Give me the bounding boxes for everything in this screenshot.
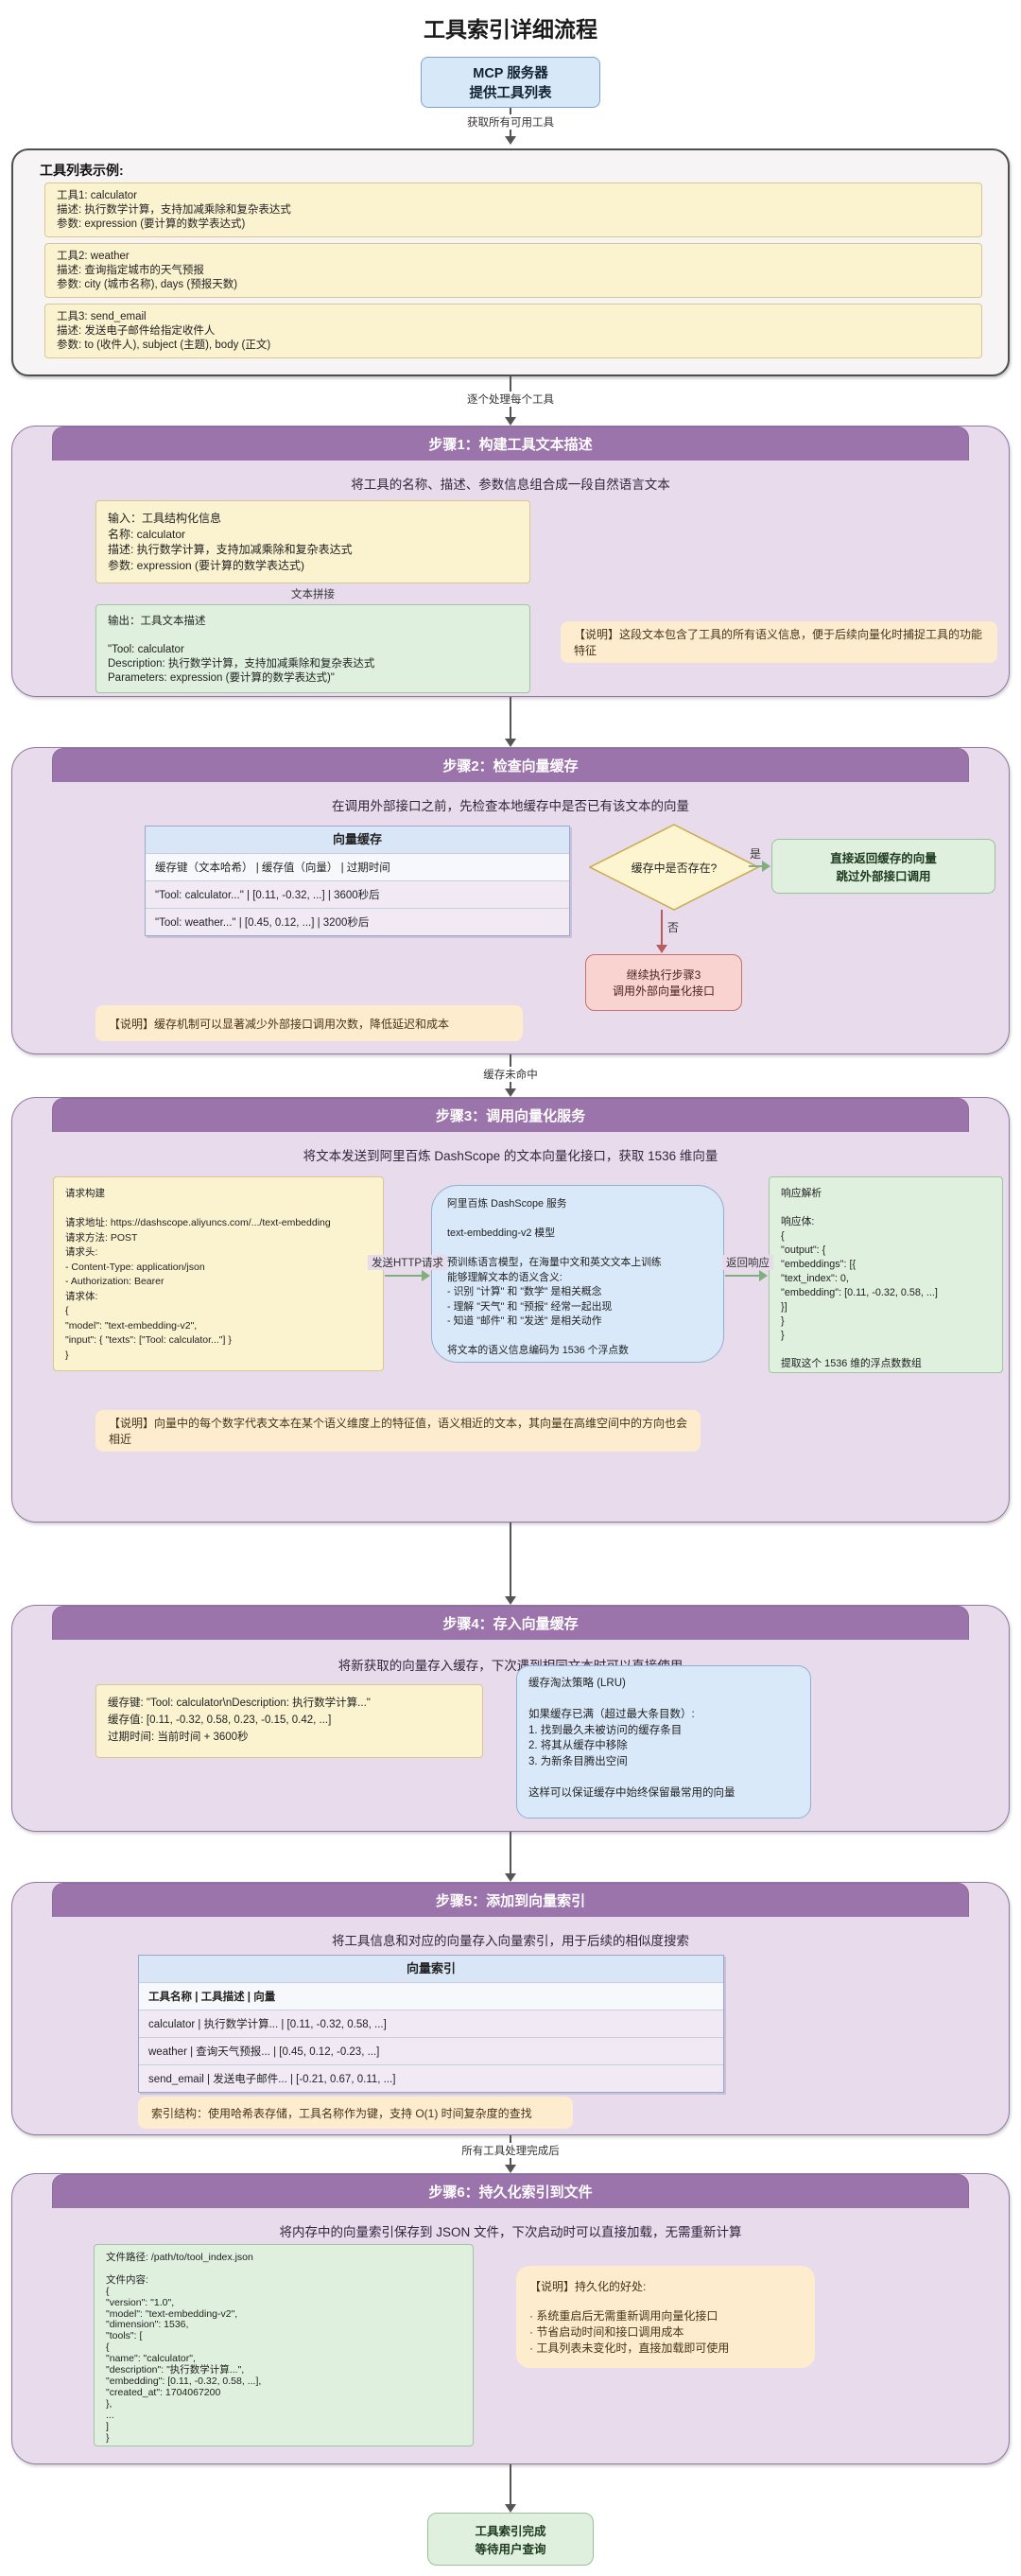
step1-header-label: 步骤1：构建工具文本描述 [428, 437, 593, 453]
index-file-box: 文件路径: /path/to/tool_index.json 文件内容: { "… [94, 2244, 474, 2446]
vector-index-table: 向量索引 工具名称 | 工具描述 | 向量 calculator | 执行数学计… [138, 1955, 724, 2093]
step5-section: 步骤5：添加到向量索引 将工具信息和对应的向量存入向量索引，用于后续的相似度搜索… [11, 1882, 1010, 2135]
arrow-step6-to-end [505, 2464, 516, 2513]
cache-hit-box: 直接返回缓存的向量 跳过外部接口调用 [771, 839, 995, 894]
cache-decision-diamond [589, 824, 759, 911]
arrow-label-process-each: 逐个处理每个工具 [463, 392, 558, 407]
cache-entry-box: 缓存键: "Tool: calculator\nDescription: 执行数… [95, 1684, 483, 1758]
step6-subtitle: 将内存中的向量索引保存到 JSON 文件，下次启动时可以直接加载，无需重新计算 [279, 2225, 742, 2239]
step1-subtitle: 将工具的名称、描述、参数信息组合成一段自然语言文本 [351, 478, 670, 492]
vector-index-row: weather | 查询天气预报... | [0.45, 0.12, -0.23… [139, 2037, 723, 2064]
step4-header: 步骤4：存入向量缓存 [52, 1606, 969, 1640]
no-label: 否 [667, 921, 680, 934]
tool-list-header: 工具列表示例: [40, 163, 124, 178]
step6-header: 步骤6：持久化索引到文件 [52, 2174, 969, 2208]
vector-index-table-title: 向量索引 [139, 1956, 723, 1982]
tool-item-send-email: 工具3: send_email 描述: 发送电子邮件给指定收件人 参数: to … [44, 304, 982, 358]
tool-item-calculator: 工具1: calculator 描述: 执行数学计算，支持加减乘除和复杂表达式 … [44, 183, 982, 237]
step6-header-label: 步骤6：持久化索引到文件 [428, 2184, 593, 2201]
page-title: 工具索引详细流程 [424, 17, 597, 42]
step6-section: 步骤6：持久化索引到文件 将内存中的向量索引保存到 JSON 文件，下次启动时可… [11, 2173, 1010, 2464]
vector-index-table-header: 工具名称 | 工具描述 | 向量 [139, 1982, 723, 2010]
yes-label: 是 [750, 847, 762, 861]
arrow-label-all-done: 所有工具处理完成后 [458, 2143, 563, 2158]
step3-subtitle: 将文本发送到阿里百炼 DashScope 的文本向量化接口，获取 1536 维向… [303, 1149, 718, 1163]
arrow-send-request [385, 1270, 430, 1281]
cache-decision-text: 缓存中是否存在? [631, 861, 718, 875]
step1-note: 【说明】这段文本包含了工具的所有语义信息，便于后续向量化时捕捉工具的功能特征 [561, 621, 997, 663]
step1-connector-label: 文本拼接 [287, 586, 338, 601]
tool-list-example-box: 工具列表示例: 工具1: calculator 描述: 执行数学计算，支持加减乘… [11, 148, 1010, 376]
step4-header-label: 步骤4：存入向量缓存 [442, 1616, 579, 1632]
step2-subtitle: 在调用外部接口之前，先检查本地缓存中是否已有该文本的向量 [332, 799, 689, 813]
step2-header-label: 步骤2：检查向量缓存 [442, 758, 579, 775]
mcp-server-node: MCP 服务器 提供工具列表 [421, 57, 600, 108]
arrow-decision-yes [749, 861, 770, 872]
arrow-step1-to-step2 [505, 697, 516, 747]
step2-section: 步骤2：检查向量缓存 在调用外部接口之前，先检查本地缓存中是否已有该文本的向量 … [11, 747, 1010, 1054]
arrow-label-get-tools: 获取所有可用工具 [463, 114, 558, 130]
dashscope-service-box: 阿里百炼 DashScope 服务 text-embedding-v2 模型 预… [431, 1185, 724, 1363]
step3-header: 步骤3：调用向量化服务 [52, 1098, 969, 1132]
step2-header: 步骤2：检查向量缓存 [52, 748, 969, 782]
arrow-decision-no [656, 910, 667, 953]
step4-subtitle: 将新获取的向量存入缓存，下次遇到相同文本时可以直接使用 [337, 1659, 684, 1673]
request-build-box: 请求构建 请求地址: https://dashscope.aliyuncs.co… [53, 1176, 384, 1371]
cache-miss-box: 继续执行步骤3 调用外部向量化接口 [585, 954, 742, 1011]
send-http-label: 发送HTTP请求 [367, 1255, 448, 1270]
step5-header: 步骤5：添加到向量索引 [52, 1883, 969, 1917]
vector-cache-table-title: 向量缓存 [146, 827, 569, 853]
step1-header: 步骤1：构建工具文本描述 [52, 426, 969, 461]
step3-header-label: 步骤3：调用向量化服务 [435, 1108, 586, 1124]
step5-header-label: 步骤5：添加到向量索引 [435, 1893, 586, 1909]
step1-section: 步骤1：构建工具文本描述 将工具的名称、描述、参数信息组合成一段自然语言文本 输… [11, 426, 1010, 697]
step4-section: 步骤4：存入向量缓存 将新获取的向量存入缓存，下次遇到相同文本时可以直接使用 缓… [11, 1605, 1010, 1832]
step3-note: 【说明】向量中的每个数字代表文本在某个语义维度上的特征值，语义相近的文本，其向量… [95, 1410, 701, 1452]
end-node: 工具索引完成 等待用户查询 [427, 2513, 594, 2566]
step2-note: 【说明】缓存机制可以显著减少外部接口调用次数，降低延迟和成本 [95, 1005, 523, 1041]
step6-note: 【说明】持久化的好处: · 系统重启后无需重新调用向量化接口 · 节省启动时间和… [516, 2266, 815, 2368]
arrow-return-response [725, 1270, 768, 1281]
tool-item-weather: 工具2: weather 描述: 查询指定城市的天气预报 参数: city (城… [44, 243, 982, 298]
vector-cache-row: "Tool: calculator..." | [0.11, -0.32, ..… [146, 880, 569, 908]
step1-output-box: 输出：工具文本描述 "Tool: calculator Description:… [95, 604, 530, 693]
vector-cache-row: "Tool: weather..." | [0.45, 0.12, ...] |… [146, 908, 569, 935]
lru-policy-box: 缓存淘汰策略 (LRU) 如果缓存已满（超过最大条目数）: 1. 找到最久未被访… [516, 1665, 811, 1819]
vector-index-row: send_email | 发送电子邮件... | [-0.21, 0.67, 0… [139, 2064, 723, 2092]
step3-section: 步骤3：调用向量化服务 将文本发送到阿里百炼 DashScope 的文本向量化接… [11, 1097, 1010, 1523]
step5-subtitle: 将工具信息和对应的向量存入向量索引，用于后续的相似度搜索 [332, 1934, 689, 1948]
vector-cache-table-header: 缓存键（文本哈希） | 缓存值（向量） | 过期时间 [146, 853, 569, 880]
step5-note: 索引结构：使用哈希表存储，工具名称作为键，支持 O(1) 时间复杂度的查找 [138, 2097, 573, 2129]
vector-index-row: calculator | 执行数学计算... | [0.11, -0.32, 0… [139, 2010, 723, 2037]
arrow-step4-to-step5 [505, 1832, 516, 1882]
arrow-step3-to-step4 [505, 1523, 516, 1605]
return-response-label: 返回响应 [722, 1255, 773, 1270]
step1-input-box: 输入：工具结构化信息 名称: calculator 描述: 执行数学计算，支持加… [95, 500, 530, 583]
vector-cache-table: 向量缓存 缓存键（文本哈希） | 缓存值（向量） | 过期时间 "Tool: c… [145, 826, 570, 936]
arrow-label-cache-miss: 缓存未命中 [479, 1067, 542, 1082]
response-parse-box: 响应解析 响应体: { "output": { "embeddings": [{… [769, 1176, 1003, 1373]
